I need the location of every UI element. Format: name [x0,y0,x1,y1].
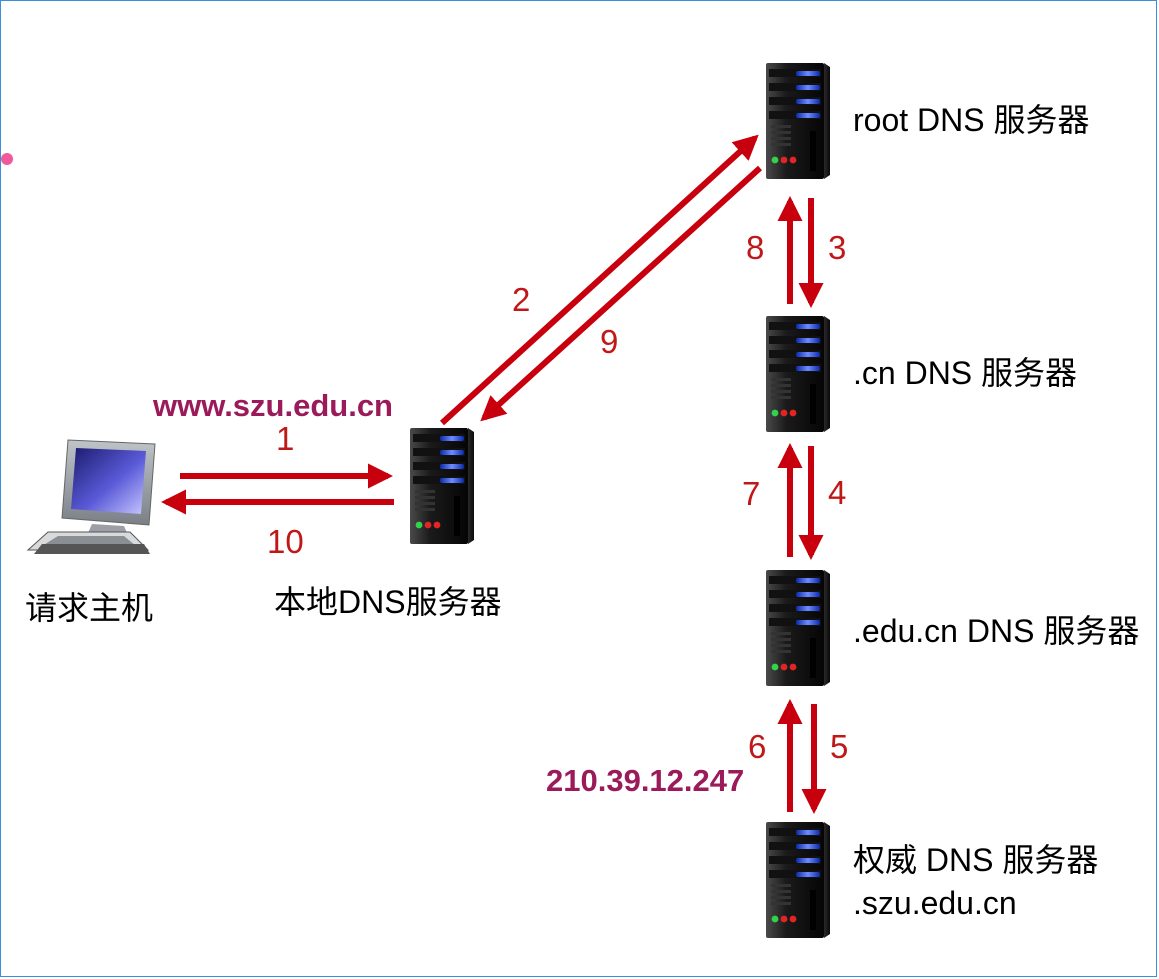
step-number-5: 5 [830,728,849,765]
arrow-step-2 [439,134,759,426]
root-dns-server-icon [766,63,830,179]
step-number-4: 4 [828,474,847,511]
root-dns-label: root DNS 服务器 [853,102,1090,138]
auth-dns-domain-label: .szu.edu.cn [853,885,1017,921]
step-number-9: 9 [600,323,619,360]
edu-cn-dns-label: .edu.cn DNS 服务器 [853,613,1140,649]
step-number-6: 6 [748,728,767,765]
auth-dns-label: 权威 DNS 服务器 [853,842,1099,878]
edu-cn-dns-server-icon [766,570,830,686]
arrows [160,134,827,815]
host-label: 请求主机 [25,590,154,626]
step-number-2: 2 [512,281,531,318]
auth-dns-server-icon [766,822,830,938]
step-number-1: 1 [276,420,295,457]
local-dns-server-icon [410,428,474,544]
step-number-10: 10 [267,523,304,560]
cn-dns-label: .cn DNS 服务器 [853,355,1078,391]
cn-dns-server-icon [766,316,830,432]
local-dns-label: 本地DNS服务器 [274,584,502,620]
answer-ip: 210.39.12.247 [546,763,745,798]
step-number-3: 3 [828,229,847,266]
query-domain: www.szu.edu.cn [153,388,393,423]
host-computer-icon [26,439,156,554]
step-number-7: 7 [742,475,761,512]
arrow-step-9 [480,165,763,422]
slide-marker-dot [1,153,13,165]
step-number-8: 8 [746,229,765,266]
